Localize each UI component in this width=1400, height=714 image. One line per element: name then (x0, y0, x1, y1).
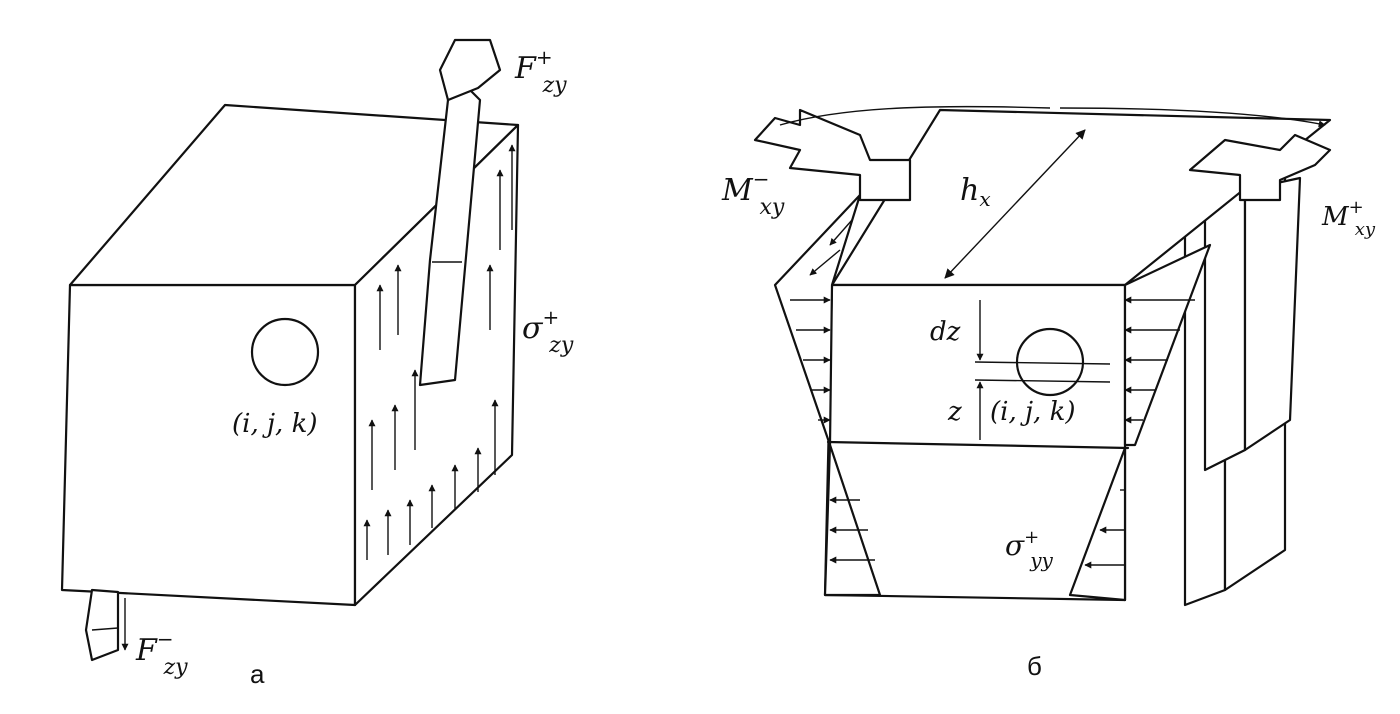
label-moment-left: M−xy (721, 167, 785, 220)
dz-line-lower (974, 379, 1111, 383)
force-arrow-top-head (438, 38, 502, 102)
stress-wedge-lower-left (823, 443, 882, 597)
label-stress-b: σ+yy (1005, 527, 1054, 572)
stress-wedge-lower-right (1068, 446, 1127, 602)
caption-a: а (250, 659, 265, 689)
stress-diagram-left-b (773, 193, 882, 597)
label-stress-a: σ+zy (522, 305, 574, 358)
stress-arrows-a (363, 144, 516, 560)
stress-arrow (809, 249, 841, 276)
label-node-b: (i, j, k) (990, 397, 1075, 427)
label-z: z (947, 397, 962, 427)
label-moment-right: M+xy (1321, 197, 1376, 240)
slab-right-b (1183, 123, 1302, 607)
moment-arrow-left-shape (753, 108, 912, 202)
force-arrow-bottom-body (84, 588, 120, 662)
label-force-bottom: F−zy (135, 627, 188, 680)
moment-arrow-left-arc (779, 105, 1051, 126)
slab-right-inner (1203, 188, 1247, 472)
moment-arrow-right-arc (1059, 107, 1326, 128)
dimension-h-arrow (944, 129, 1086, 279)
figure-b: M−xy M+xy hx dz z (i, j, k) σ+yy б (721, 105, 1376, 681)
moment-arrow-right-shape (1188, 133, 1332, 202)
force-arrow-bottom-a (84, 588, 129, 662)
dz-line-upper (974, 361, 1111, 365)
figure-a: F+zy σ+zy (i, j, k) F−zy а (60, 38, 574, 689)
cube-a (60, 103, 520, 607)
moment-arrow-left-b (753, 105, 1051, 202)
force-arrow-top-a (418, 38, 502, 387)
caption-b: б (1027, 651, 1042, 681)
force-arrow-bottom-ridge (91, 627, 119, 631)
mid-line-b (826, 440, 1130, 450)
stress-diagram-right-b (1068, 243, 1212, 602)
label-node-a: (i, j, k) (232, 409, 317, 439)
stress-arrow (829, 219, 853, 246)
label-h: hx (960, 173, 991, 211)
node-circle-a (250, 317, 320, 387)
slab-right-inner-side (1243, 176, 1302, 452)
moment-arrow-right-b (1059, 107, 1332, 202)
label-dz: dz (930, 317, 961, 347)
label-force-top: F+zy (514, 45, 567, 98)
